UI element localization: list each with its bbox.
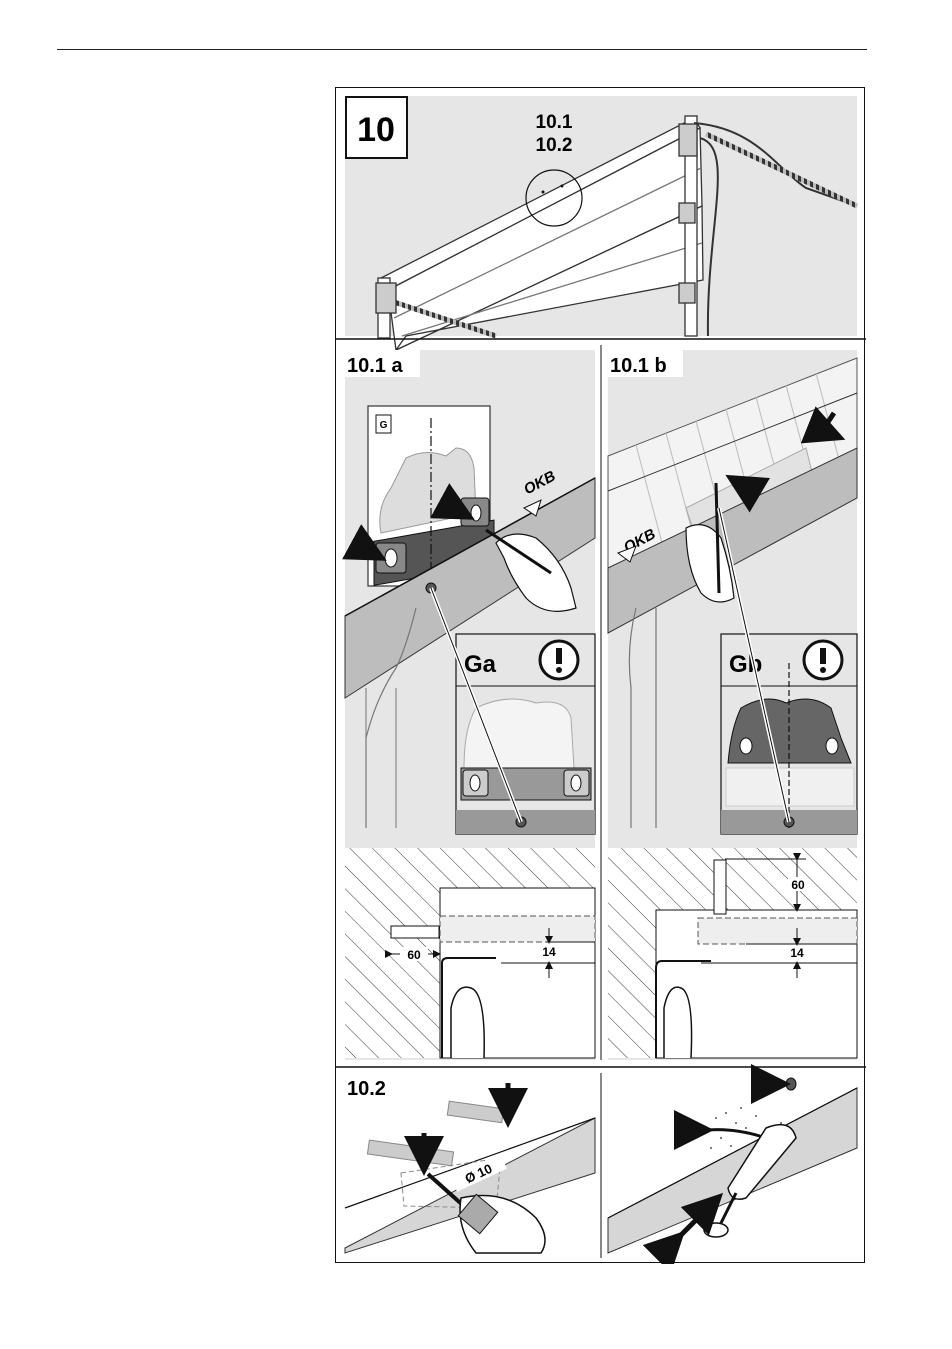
step-ref-2: 10.2 [536, 135, 573, 156]
step-ref-1: 10.1 [536, 112, 573, 133]
dim-60-b: 60 [791, 878, 805, 892]
instruction-figure: 10 10.1 10.2 10.1 a [336, 88, 866, 1264]
dim-60-a: 60 [407, 948, 421, 962]
inset-ga-label: Ga [464, 651, 497, 678]
panel-c-label: 10.2 [347, 1078, 386, 1100]
section-drill-b: 60 14 [608, 848, 857, 1058]
overview-panel: 10 10.1 10.2 [345, 96, 857, 350]
panel-a-ident: G [380, 420, 388, 431]
dim-14-a: 14 [542, 945, 556, 959]
step-number: 10 [357, 111, 395, 149]
section-drill-a: 60 14 [345, 848, 595, 1058]
instruction-figure-frame: 10 10.1 10.2 10.1 a [335, 87, 865, 1263]
dim-14-b: 14 [790, 946, 804, 960]
panel-a-label: 10.1 a [347, 355, 403, 377]
panel-10-2-clean [608, 1073, 857, 1253]
panel-b-label: 10.1 b [610, 355, 667, 377]
page-top-rule [57, 49, 867, 50]
panel-10-2: 10.2 Ø 10 [345, 1073, 595, 1253]
